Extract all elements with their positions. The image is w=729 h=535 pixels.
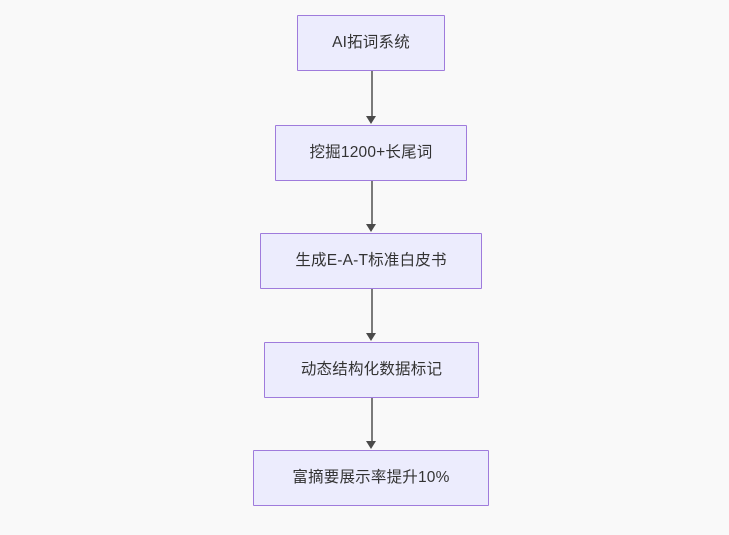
edge-line: [371, 71, 373, 117]
flow-node-dynamic-structured-data-markup[interactable]: 动态结构化数据标记: [264, 342, 479, 398]
arrowhead-icon: [365, 441, 376, 449]
flow-node-generate-eat-whitepaper[interactable]: 生成E-A-T标准白皮书: [260, 233, 482, 289]
flow-node-rich-snippet-rate-increase[interactable]: 富摘要展示率提升10%: [253, 450, 489, 506]
flow-node-label: 挖掘1200+长尾词: [309, 144, 433, 162]
flow-node-label: 生成E-A-T标准白皮书: [295, 252, 447, 270]
flow-node-label: 动态结构化数据标记: [300, 361, 443, 379]
edge-line: [371, 398, 373, 442]
flow-node-label: AI拓词系统: [332, 34, 410, 52]
edge-line: [371, 289, 373, 334]
edge-line: [371, 181, 373, 225]
flow-node-mine-longtail-keywords[interactable]: 挖掘1200+长尾词: [275, 125, 467, 181]
arrowhead-icon: [365, 224, 376, 232]
arrowhead-icon: [365, 333, 376, 341]
flow-node-ai-keyword-system[interactable]: AI拓词系统: [297, 15, 445, 71]
flow-node-label: 富摘要展示率提升10%: [292, 469, 450, 487]
arrowhead-icon: [365, 116, 376, 124]
